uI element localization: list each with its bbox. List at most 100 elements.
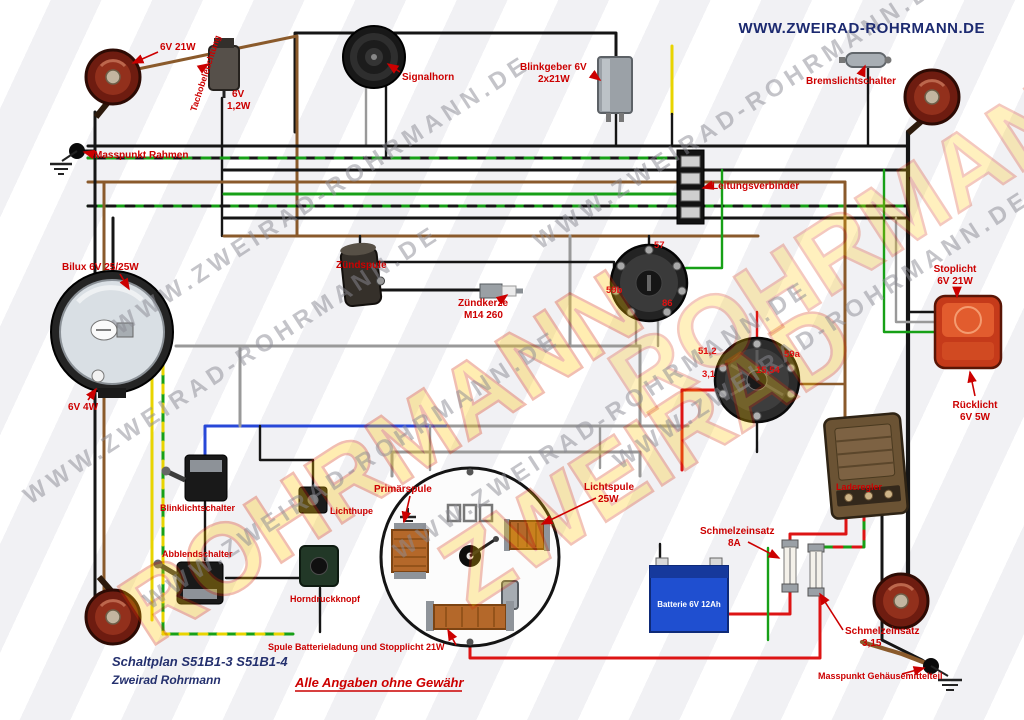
wire-switch2-red-left	[680, 388, 718, 472]
tail-light	[933, 294, 1003, 370]
points-lever	[469, 537, 497, 558]
label-regler: Laderegler	[836, 482, 883, 492]
label-lichtspule-1: Lichtspule	[584, 482, 634, 493]
wiring-harness	[75, 31, 938, 668]
light-coil-plate-left	[504, 519, 510, 551]
headlight	[50, 270, 174, 398]
label-verbinder: Leitungsverbinder	[712, 181, 799, 192]
label-bilux: Bilux 6V 25/25W	[62, 262, 139, 273]
connector-contact-2	[680, 172, 701, 185]
relay-highlight	[602, 59, 610, 111]
terminal-31: 3,1	[702, 369, 716, 380]
label-leaders	[82, 51, 977, 676]
wire-top-run	[293, 31, 618, 134]
spark-plug	[479, 283, 523, 299]
lightswitch-term-2	[786, 363, 796, 373]
parking-bulb	[91, 369, 105, 383]
label-sich8-2: 8A	[728, 538, 741, 549]
regulator-rib-2	[836, 448, 893, 456]
leader-tacho	[196, 63, 210, 74]
regulator-rib-1	[835, 435, 892, 443]
wire-stop-b	[894, 216, 938, 324]
ground-point-case	[923, 658, 962, 691]
label-ladespule: Spule Batterieladung und Stopplicht 21W	[268, 642, 445, 652]
label-stoplicht-2: 6V 21W	[937, 276, 973, 287]
fuse-8a	[781, 539, 799, 593]
battery: Batterie 6V 12Ah	[649, 557, 729, 633]
plug-insulator	[501, 285, 517, 297]
label-indicator-fl: 6V 21W	[160, 42, 196, 53]
lightswitch-term-1	[752, 339, 762, 349]
wire-lichthupe-stub	[258, 424, 315, 490]
lamp-hub	[105, 609, 121, 625]
lamp-hub	[105, 69, 121, 85]
fuse-cap-bottom	[807, 587, 825, 597]
ground-lead-2	[930, 665, 949, 677]
switch-nipple	[839, 57, 845, 63]
footer-title-1: Schaltplan S51B1-3 S51B1-4	[112, 654, 288, 669]
wire-regulator-green	[814, 510, 866, 549]
battery-top-strip	[650, 566, 728, 578]
flasher-button	[307, 494, 319, 506]
indicator-lamp-front-right	[903, 68, 961, 136]
coil-terminal	[376, 276, 386, 286]
label-sich8-1: Schmelzeinsatz	[700, 526, 774, 537]
lamp-highlight	[99, 599, 127, 608]
battery-label: Batterie 6V 12Ah	[657, 600, 721, 609]
light-coil-plate-right	[544, 519, 550, 551]
dimmer-plate	[183, 589, 217, 599]
plug-tip	[516, 288, 523, 294]
ground-point-frame	[50, 143, 85, 175]
taillight-ring	[954, 306, 982, 334]
charge-coil-plate-right	[506, 601, 514, 631]
headlight-glare	[76, 285, 144, 304]
hornbutton-cap	[310, 557, 328, 575]
wire-alt-loop	[390, 450, 642, 478]
alternator-screw-top	[466, 468, 474, 476]
lamp-highlight	[99, 59, 127, 68]
bulb-cap	[214, 38, 234, 48]
fuse-cap-bottom	[781, 583, 799, 593]
label-parklicht: 6V 4W	[68, 402, 99, 413]
wire-fuse1-battery	[720, 566, 792, 616]
wire-regulator-red	[788, 510, 848, 544]
dimmer-knob	[153, 559, 163, 569]
leader-primaer	[401, 495, 412, 524]
horn	[342, 25, 406, 89]
lightswitch-term-6	[752, 411, 762, 421]
lightswitch-term-5	[718, 389, 728, 399]
turn-signal-switch	[161, 454, 228, 502]
label-sich315-1: Schmelzeinsatz	[845, 626, 919, 637]
regulator-screw-1	[844, 493, 854, 503]
label-horntaste: Horndruckknopf	[290, 594, 361, 604]
ignition-term-7	[616, 261, 626, 271]
ignition-term-3	[677, 286, 687, 296]
label-stoplicht-1: Stoplicht	[934, 264, 977, 275]
leader-ladespule	[447, 628, 458, 646]
ignition-term-5	[626, 307, 636, 317]
leader-sich315	[819, 592, 844, 631]
lightswitch-hub	[746, 369, 768, 391]
lightswitch-term-4	[718, 363, 728, 373]
spoke-2	[765, 383, 784, 397]
terminal-1554: 15,54	[756, 365, 780, 376]
leader-bremslicht	[856, 64, 866, 78]
label-zuendkerze-1: Zündkerze	[458, 298, 508, 309]
footer-disclaimer: Alle Angaben ohne Gewähr	[294, 675, 464, 690]
headlight-flasher-button	[298, 486, 328, 514]
terminal-57: 57	[654, 240, 665, 251]
label-blinkgeber-1: Blinkgeber 6V	[520, 62, 587, 73]
charge-coil-plate-left	[426, 601, 434, 631]
leader-zuendkerze	[495, 294, 509, 305]
switch-body	[845, 52, 887, 68]
ground-lead	[61, 150, 78, 162]
label-tacho-v: 6V	[232, 89, 245, 100]
terminal-86: 86	[662, 298, 673, 309]
wire-alternator-red	[468, 592, 822, 660]
speedometer-bulb	[208, 38, 240, 98]
relay-pin2	[619, 113, 624, 122]
connector-contact-3	[680, 189, 701, 202]
label-lichtspule-2: 25W	[598, 494, 619, 505]
